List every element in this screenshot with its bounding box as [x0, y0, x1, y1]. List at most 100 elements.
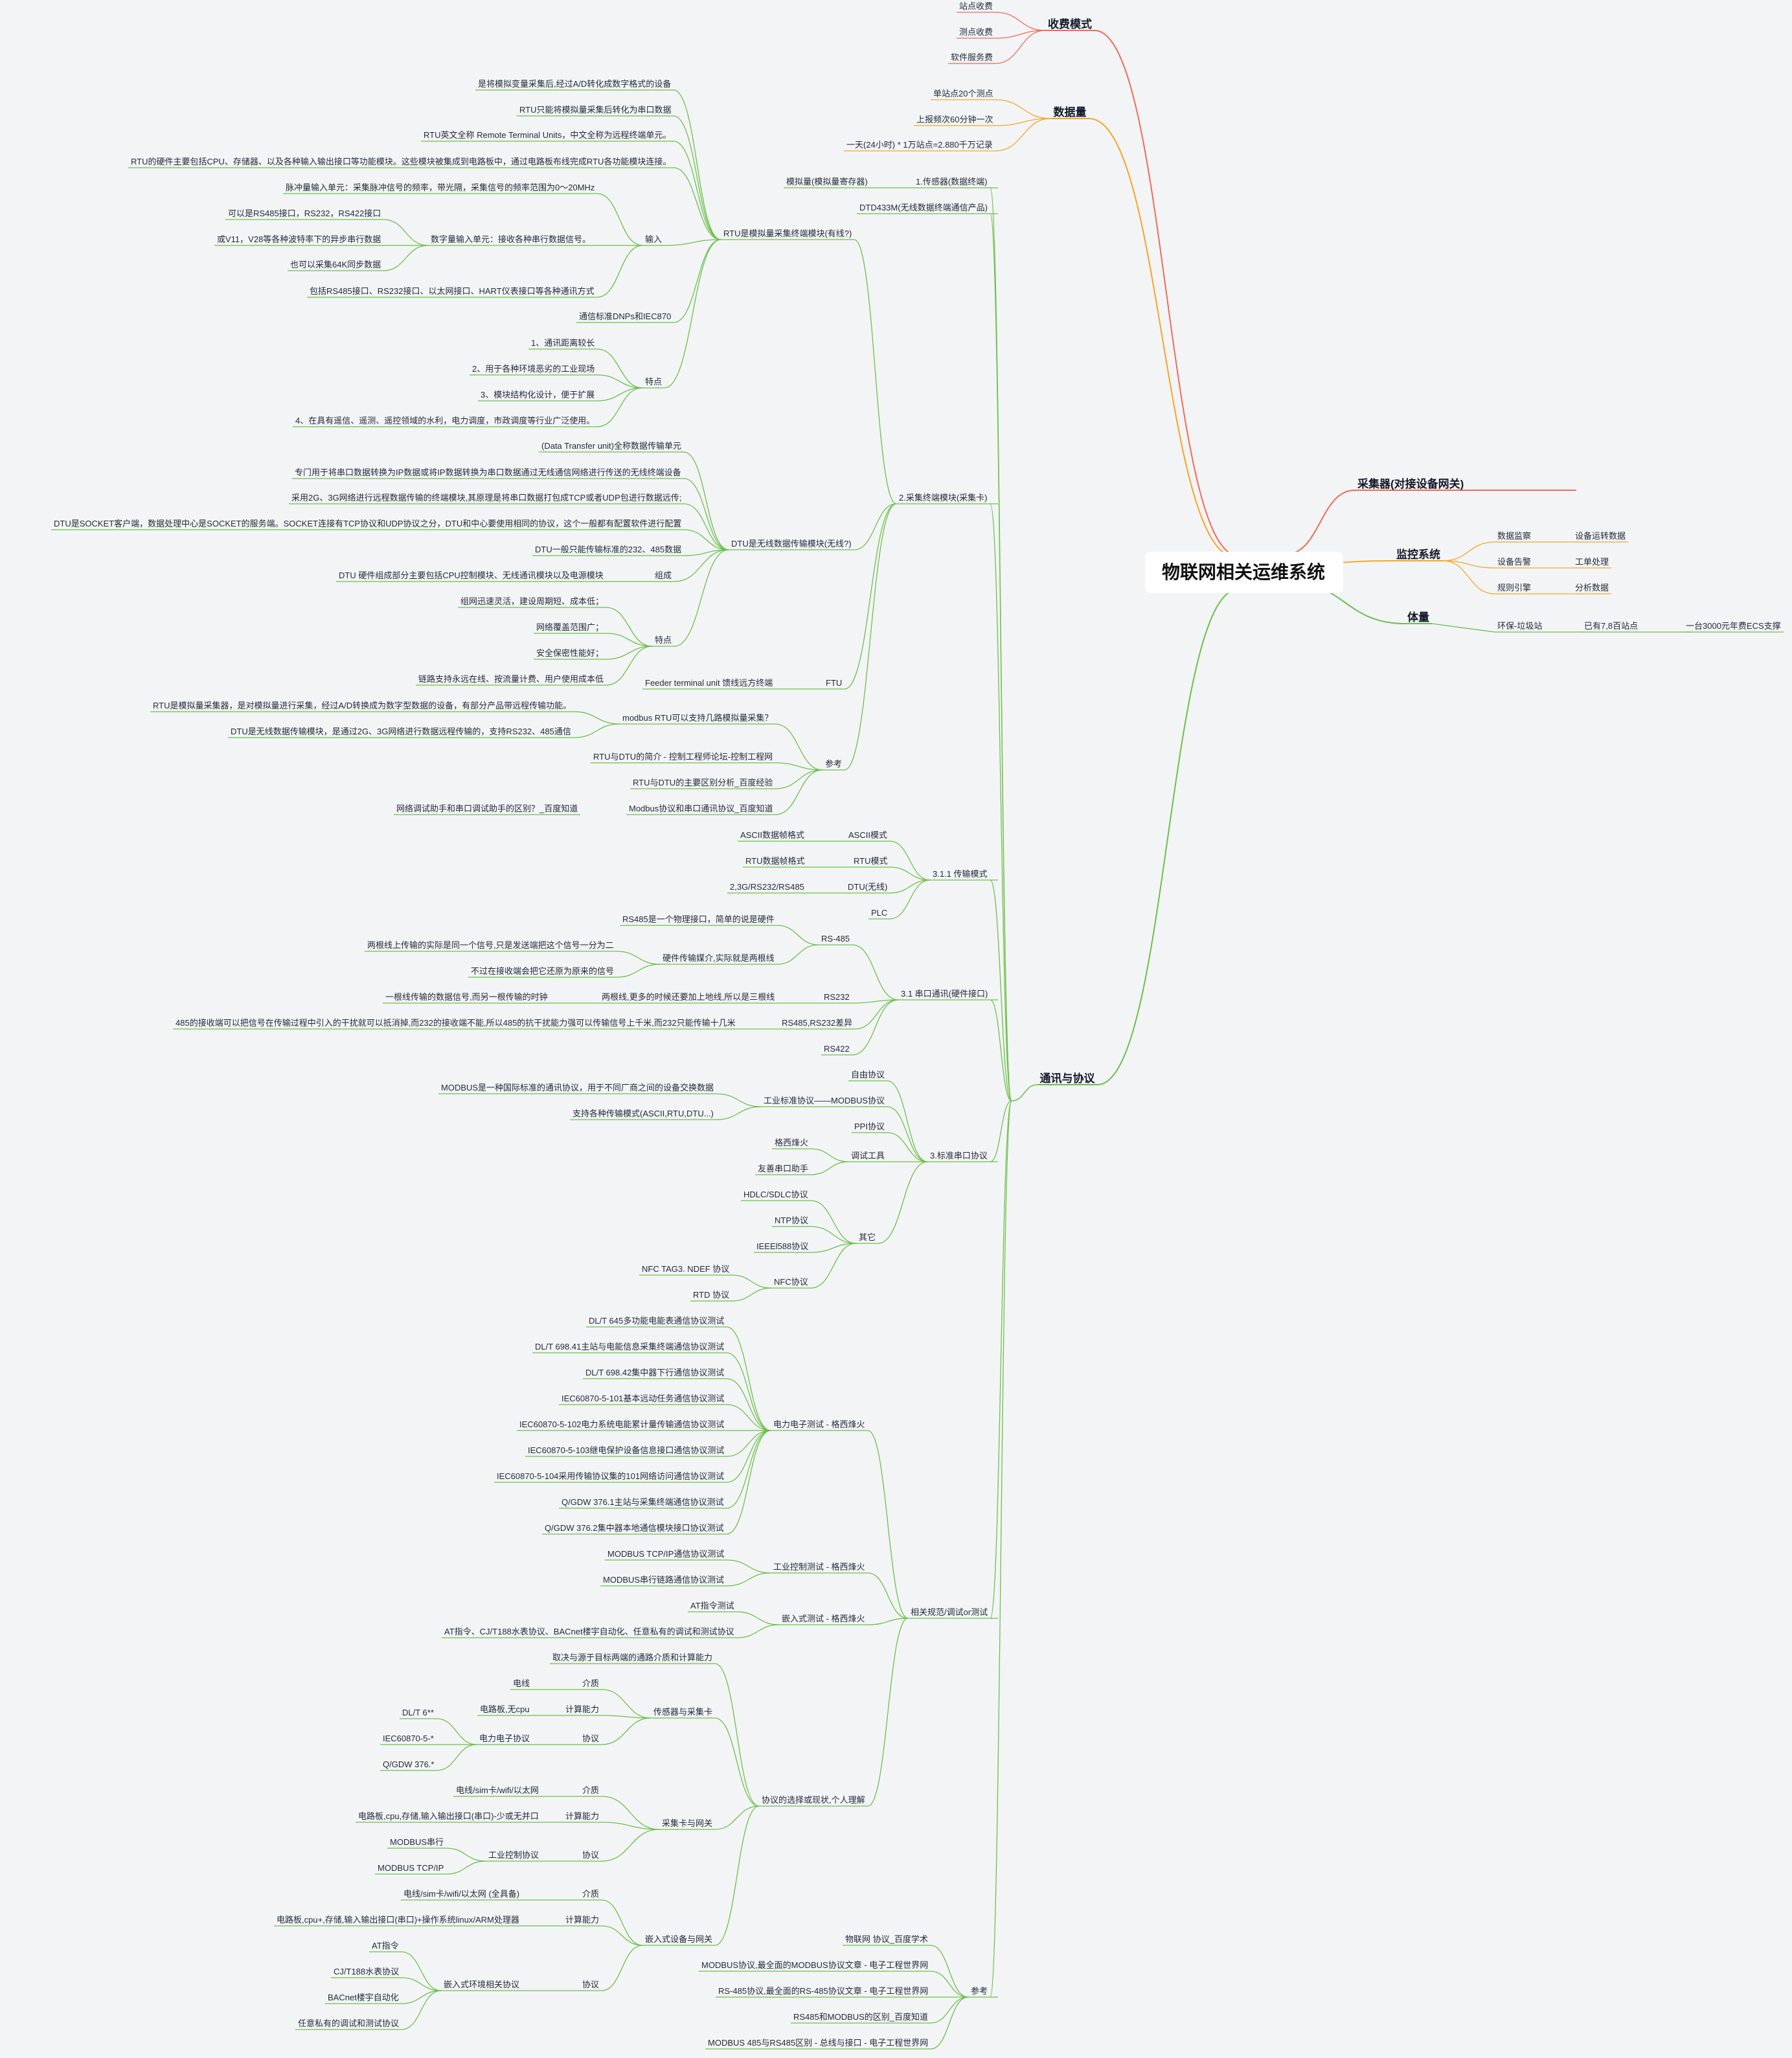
choice-attr-value[interactable]: 电线: [513, 1679, 530, 1688]
dtu-node[interactable]: DTU是无线数据传输模块(无线?): [731, 539, 852, 548]
choice-proto-item[interactable]: CJ/T188水表协议: [334, 1967, 400, 1976]
power-test-item[interactable]: IEC60870-5-104采用传输协议集的101网络访问通信协议测试: [497, 1471, 725, 1481]
choice-attr[interactable]: 计算能力: [565, 1915, 600, 1925]
monitor-item[interactable]: 数据监察: [1497, 531, 1532, 541]
ref-link[interactable]: RTU与DTU的简介 - 控制工程师论坛-控制工程网: [593, 752, 773, 762]
branch-collector[interactable]: 采集器(对接设备网关): [1357, 478, 1464, 490]
ref2-link[interactable]: MODBUS 485与RS485区别 - 总线与接口 - 电子工程世界网: [708, 2038, 929, 2048]
embedded-test-item[interactable]: AT指令、CJ/T188水表协议、BACnet楼宇自动化、任意私有的调试和测试协…: [444, 1627, 734, 1636]
industrial-test[interactable]: 工业控制测试 - 格西烽火: [773, 1562, 865, 1572]
branch-comm-protocol[interactable]: 通讯与协议: [1039, 1072, 1095, 1085]
dtu-desc[interactable]: DTU是SOCKET客户端，数据处理中心是SOCKET的服务端。SOCKET连接…: [54, 519, 682, 528]
transmit-frame[interactable]: ASCII数据帧格式: [740, 830, 804, 840]
transmit-mode-node[interactable]: 3.1.1 传输模式: [933, 869, 988, 879]
analog-node[interactable]: 模拟量(模拟量寄存器): [786, 177, 868, 187]
modbus-item[interactable]: MODBUS是一种国际标准的通讯协议，用于不同厂商之间的设备交换数据: [441, 1083, 714, 1092]
choice-attr-value[interactable]: 电线/sim卡/wifi/以太网: [456, 1785, 539, 1795]
volume-item[interactable]: 已有7,8百站点: [1584, 621, 1639, 631]
choice-proto-item[interactable]: MODBUS串行: [390, 1837, 444, 1847]
transmit-mode[interactable]: DTU(无线): [848, 882, 888, 892]
volume-item[interactable]: 一台3000元年费ECS支撑: [1686, 621, 1781, 631]
power-test-item[interactable]: IEC60870-5-103继电保护设备信息接口通信协议测试: [528, 1445, 725, 1455]
dtu-feature[interactable]: 特点: [655, 635, 672, 645]
transmit-frame[interactable]: RTU数据帧格式: [745, 856, 805, 866]
ppi-protocol[interactable]: PPI协议: [854, 1122, 885, 1131]
fee-item[interactable]: 站点收费: [959, 1, 993, 11]
volume-item[interactable]: 环保-垃圾站: [1497, 621, 1543, 631]
embedded-test-item[interactable]: AT指令测试: [690, 1601, 734, 1611]
choice-attr[interactable]: 介质: [582, 1889, 600, 1899]
test-spec-node[interactable]: 相关规范/调试or测试: [911, 1607, 988, 1617]
choice-attr[interactable]: 介质: [582, 1785, 600, 1795]
dtu-desc[interactable]: 专门用于将串口数据转换为IP数据或将IP数据转换为串口数据通过无线通信网络进行传…: [295, 468, 681, 477]
rtu-feature-item[interactable]: 3、模块结构化设计，便于扩展: [481, 390, 595, 400]
ref2-link[interactable]: 物联网 协议_百度学术: [845, 1934, 928, 1944]
rtu-feature[interactable]: 特点: [645, 377, 663, 387]
branch-data-volume[interactable]: 数据量: [1053, 106, 1087, 119]
transmit-mode[interactable]: RTU模式: [854, 856, 888, 866]
rs232-item[interactable]: 两根线,更多的时候还要加上地线,所以是三根线: [602, 992, 775, 1002]
choice-proto-item[interactable]: MODBUS TCP/IP: [378, 1863, 444, 1873]
debug-tool-item[interactable]: 格西烽火: [775, 1138, 809, 1148]
std-protocol-node[interactable]: 3.标准串口协议: [930, 1151, 988, 1160]
dtu-feature-item[interactable]: 网络覆盖范围广；: [536, 622, 604, 632]
power-test-item[interactable]: DL/T 645多功能电能表通信协议测试: [589, 1316, 725, 1326]
dtu-feature-item[interactable]: 安全保密性能好；: [536, 648, 604, 658]
rs485-item[interactable]: 硬件传输媒介,实际就是两根线: [663, 953, 775, 963]
other-protocol-item[interactable]: NFC协议: [774, 1277, 808, 1287]
rs232-node[interactable]: RS232: [824, 992, 850, 1002]
choice-attr[interactable]: 计算能力: [565, 1811, 600, 1821]
choice-attr-value[interactable]: 嵌入式环境相关协议: [444, 1980, 520, 1989]
modbus-protocol[interactable]: 工业标准协议——MODBUS协议: [764, 1096, 885, 1105]
debug-tool[interactable]: 调试工具: [851, 1151, 885, 1160]
dtu-feature-item[interactable]: 组网迅速灵活，建设周期短、成本低；: [460, 596, 604, 606]
nfc-item[interactable]: RTD 协议: [693, 1290, 730, 1300]
choice-group[interactable]: 采集卡与网关: [662, 1818, 713, 1828]
other-protocol-item[interactable]: NTP协议: [775, 1216, 809, 1225]
power-test-item[interactable]: IEC60870-5-101基本远动任务通信协议测试: [561, 1394, 725, 1403]
monitor-sub-item[interactable]: 设备运转数据: [1575, 531, 1626, 541]
branch-volume[interactable]: 体量: [1407, 611, 1429, 624]
power-test-item[interactable]: Q/GDW 376.1主站与采集终端通信协议测试: [561, 1497, 724, 1507]
rtu-digital-item[interactable]: 或V11，V28等各种波特率下的异步串行数据: [217, 234, 381, 244]
rs485-node[interactable]: RS-485: [821, 934, 850, 944]
sensor-node[interactable]: 1.传感器(数据终端): [916, 177, 988, 187]
nfc-item[interactable]: NFC TAG3. NDEF 协议: [642, 1264, 730, 1274]
rtu-feature-item[interactable]: 2、用于各种环境恶劣的工业现场: [472, 364, 595, 374]
debug-tool-item[interactable]: 友善串口助手: [758, 1164, 809, 1173]
rs485-media-item[interactable]: 两根线上传输的实际是同一个信号,只是发送端把这个信号一分为二: [367, 940, 614, 950]
ref-link[interactable]: 网络调试助手和串口调试助手的区别？_百度知道: [396, 804, 578, 813]
ref-modbus[interactable]: modbus RTU可以支持几路模拟量采集？: [622, 713, 773, 723]
choice-attr-value[interactable]: 电路板,cpu+,存储,输入输出接口(串口)+操作系统linux/ARM处理器: [277, 1915, 519, 1925]
power-test-item[interactable]: DL/T 698.41主站与电能信息采集终端通信协议测试: [535, 1342, 725, 1351]
rtu-pulse[interactable]: 脉冲量输入单元：采集脉冲信号的频率，带光隔，采集信号的频率范围为0～20MHz: [286, 183, 595, 192]
free-protocol[interactable]: 自由协议: [851, 1070, 885, 1080]
choice-attr-value[interactable]: 电力电子协议: [479, 1734, 530, 1743]
ref2-link[interactable]: RS-485协议,最全面的RS-485协议文章 - 电子工程世界网: [718, 1986, 929, 1996]
choice-attr-value[interactable]: 电线/sim卡/wifi/以太网 (全具备): [403, 1889, 520, 1899]
rtu-digital[interactable]: 数字量输入单元：接收各种串行数据信号。: [431, 234, 591, 244]
choice-group[interactable]: 嵌入式设备与网关: [645, 1934, 713, 1944]
choice-attr[interactable]: 协议: [582, 1734, 600, 1743]
transmit-mode[interactable]: ASCII模式: [848, 830, 887, 840]
transmit-frame[interactable]: 2,3G/RS232/RS485: [730, 882, 804, 892]
embedded-test[interactable]: 嵌入式测试 - 格西烽火: [782, 1614, 865, 1623]
choice-proto-item[interactable]: IEC60870-5-*: [383, 1734, 434, 1743]
rs-diff-item[interactable]: 485的接收端可以把信号在传输过程中引入的干扰就可以抵消掉,而232的接收端不能…: [176, 1018, 736, 1028]
dtu-composition[interactable]: 组成: [655, 571, 672, 580]
choice-proto-item[interactable]: 任意私有的调试和测试协议: [298, 2018, 400, 2028]
choice-attr-value[interactable]: 工业控制协议: [488, 1850, 539, 1860]
industrial-test-item[interactable]: MODBUS串行链路通信协议测试: [603, 1575, 725, 1585]
monitor-item[interactable]: 规则引擎: [1497, 583, 1532, 593]
dtu-desc[interactable]: (Data Transfer unit)全称数据传输单元: [541, 441, 681, 451]
fee-item[interactable]: 软件服务费: [951, 52, 993, 62]
rs422-node[interactable]: RS422: [824, 1044, 850, 1054]
ref-modbus-item[interactable]: RTU是模拟量采集器，是对模拟量进行采集，经过A/D转换成为数字型数据的设备，有…: [153, 701, 572, 710]
root-node[interactable]: 物联网相关运维系统: [1162, 562, 1326, 582]
fee-item[interactable]: 测点收费: [959, 27, 993, 37]
power-test-item[interactable]: IEC60870-5-102电力系统电能累计量传输通信协议测试: [519, 1419, 725, 1429]
choice-group[interactable]: 传感器与采集卡: [653, 1707, 713, 1717]
rtu-iface[interactable]: 包括RS485接口、RS232接口、以太网接口、HART仪表接口等各种通讯方式: [310, 286, 595, 296]
ftu-node[interactable]: FTU: [826, 678, 843, 688]
ref2-link[interactable]: RS485和MODBUS的区别_百度知道: [793, 2012, 929, 2022]
